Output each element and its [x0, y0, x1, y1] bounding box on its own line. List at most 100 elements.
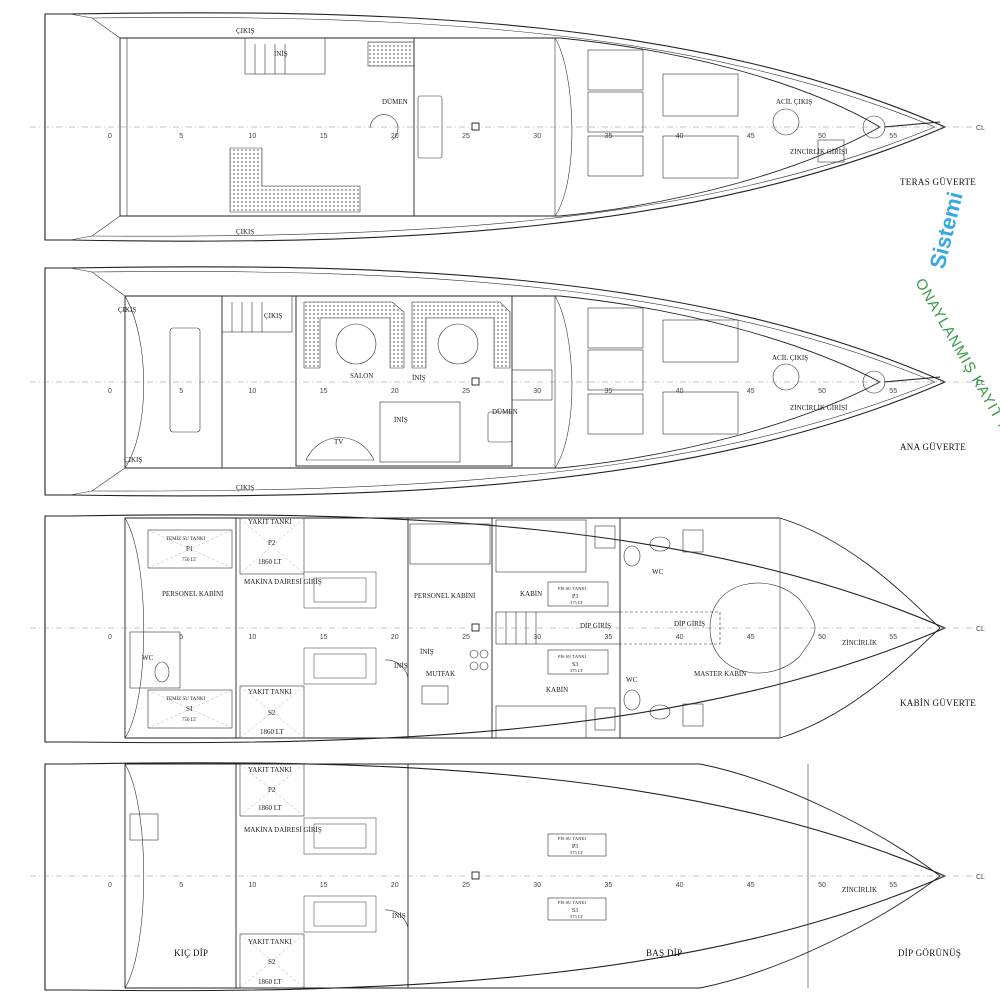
- station-tick-label: 10: [249, 133, 257, 140]
- station-tick-label: 0: [108, 388, 112, 395]
- tank-capacity: 375 LT: [570, 668, 583, 673]
- station-tick-label: 55: [889, 634, 897, 641]
- station-tick-label: 25: [462, 634, 470, 641]
- tv-label: TV: [334, 438, 343, 446]
- deck-dip: [30, 762, 975, 992]
- station-tick-label: 50: [818, 133, 826, 140]
- deck-teras: [30, 12, 975, 242]
- stairs-label: İNİŞ: [412, 374, 426, 382]
- brand-watermark: Sistemi: [925, 189, 968, 271]
- tank-capacity: 1860 LT: [260, 728, 284, 736]
- tank-label: YAKIT TANKI: [248, 518, 292, 526]
- salon-label: SALON: [350, 372, 373, 380]
- station-tick-label: 40: [676, 882, 684, 889]
- tank-capacity: 1860 LT: [258, 558, 282, 566]
- emergency-exit-label: ACİL ÇIKIŞ: [776, 98, 812, 106]
- tank-label: YAKIT TANKI: [248, 938, 292, 946]
- bilge-entry-label: DİP GİRİŞ: [580, 622, 611, 630]
- chain-entry-label: ZİNCİRLİK GİRİŞİ: [790, 148, 848, 156]
- station-tick-label: 30: [533, 882, 541, 889]
- station-tick-label: 0: [108, 133, 112, 140]
- station-tick-label: 20: [391, 133, 399, 140]
- galley-label: MUTFAK: [426, 670, 455, 678]
- station-tick-label: 30: [533, 634, 541, 641]
- station-tick-label: 45: [747, 634, 755, 641]
- station-tick-label: 45: [747, 882, 755, 889]
- station-tick-label: 35: [605, 133, 613, 140]
- station-tick-label: 10: [249, 388, 257, 395]
- tank-label: PİS SU TANKI: [558, 900, 587, 905]
- deck-title: ANA GÜVERTE: [900, 442, 966, 452]
- tank-capacity: 375 LT: [570, 914, 583, 919]
- tank-label: PİS SU TANKI: [558, 836, 587, 841]
- deck-title: DİP GÖRÜNÜŞ: [898, 948, 961, 958]
- centerline-label: CL: [976, 874, 985, 881]
- station-tick-label: 25: [462, 133, 470, 140]
- tank-id: P2: [268, 786, 276, 794]
- station-tick-label: 5: [179, 634, 183, 641]
- station-tick-label: 0: [108, 634, 112, 641]
- station-tick-label: 25: [462, 388, 470, 395]
- station-tick-label: 25: [462, 882, 470, 889]
- chain-locker-label: ZİNCİRLİK: [842, 639, 877, 647]
- tank-id: S3: [572, 662, 578, 668]
- crew-cabin-label: PERSONEL KABİNİ: [162, 590, 224, 598]
- tank-id: P1: [186, 545, 194, 553]
- tank-id: P3: [572, 594, 578, 600]
- tank-id: S1: [186, 705, 194, 713]
- centerline-label: CL: [976, 125, 985, 132]
- tank-label: TEMİZ SU TANKI: [166, 536, 206, 542]
- deck-ana: [30, 266, 975, 497]
- stairs-label: İNİŞ: [392, 912, 406, 920]
- tank-id: S3: [572, 908, 578, 914]
- exit-label: ÇIKIŞ: [118, 306, 136, 314]
- aft-bilge-label: KIÇ DİP: [174, 948, 208, 958]
- wc-label: WC: [652, 568, 664, 576]
- station-tick-label: 20: [391, 882, 399, 889]
- station-tick-label: 10: [249, 882, 257, 889]
- station-tick-label: 55: [889, 882, 897, 889]
- station-tick-label: 0: [108, 882, 112, 889]
- tank-id: P3: [572, 844, 578, 850]
- engine-entry-label: MAKİNA DAİRESİ GİRİŞ: [244, 826, 322, 834]
- station-tick-label: 30: [533, 388, 541, 395]
- tank-label: YAKIT TANKI: [248, 766, 292, 774]
- station-tick-label: 35: [605, 388, 613, 395]
- wc-label: WC: [626, 676, 638, 684]
- station-tick-label: 5: [179, 882, 183, 889]
- centerline-label: CL: [976, 626, 985, 633]
- engine-entry-label: MAKİNA DAİRESİ GİRİŞ: [244, 578, 322, 586]
- tank-id: S2: [268, 709, 276, 717]
- helm-label: DÜMEN: [382, 98, 408, 106]
- tank-id: P2: [268, 539, 276, 547]
- tank-capacity: 750 LT: [182, 718, 196, 723]
- station-tick-label: 15: [320, 133, 328, 140]
- stairs-label: İNİŞ: [420, 648, 434, 656]
- wc-label: WC: [142, 654, 154, 662]
- station-tick-label: 20: [391, 388, 399, 395]
- station-tick-label: 35: [605, 634, 613, 641]
- helm-label: DÜMEN: [492, 408, 518, 416]
- station-tick-label: 5: [179, 388, 183, 395]
- tank-capacity: 375 LT: [570, 850, 583, 855]
- station-tick-label: 20: [391, 634, 399, 641]
- station-tick-label: 15: [320, 388, 328, 395]
- tank-capacity: 375 LT: [570, 600, 583, 605]
- exit-label: ÇIKIŞ: [264, 312, 282, 320]
- exit-label: ÇIKIŞ: [236, 228, 254, 236]
- centerline-label: CL: [976, 380, 985, 387]
- station-tick-label: 5: [179, 133, 183, 140]
- tank-label: TEMİZ SU TANKI: [166, 696, 206, 702]
- station-tick-label: 40: [676, 634, 684, 641]
- bilge-entry-label: DİP GİRİŞ: [674, 620, 705, 628]
- deck-title: TERAS GÜVERTE: [900, 177, 976, 187]
- tank-capacity: 750 LT: [182, 558, 196, 563]
- station-tick-label: 45: [747, 133, 755, 140]
- station-tick-label: 45: [747, 388, 755, 395]
- station-tick-label: 40: [676, 388, 684, 395]
- crew-cabin-label: PERSONEL KABİNİ: [414, 592, 476, 600]
- tank-label: PİS SU TANKI: [558, 586, 587, 591]
- exit-label: ÇIKIŞ: [236, 27, 254, 35]
